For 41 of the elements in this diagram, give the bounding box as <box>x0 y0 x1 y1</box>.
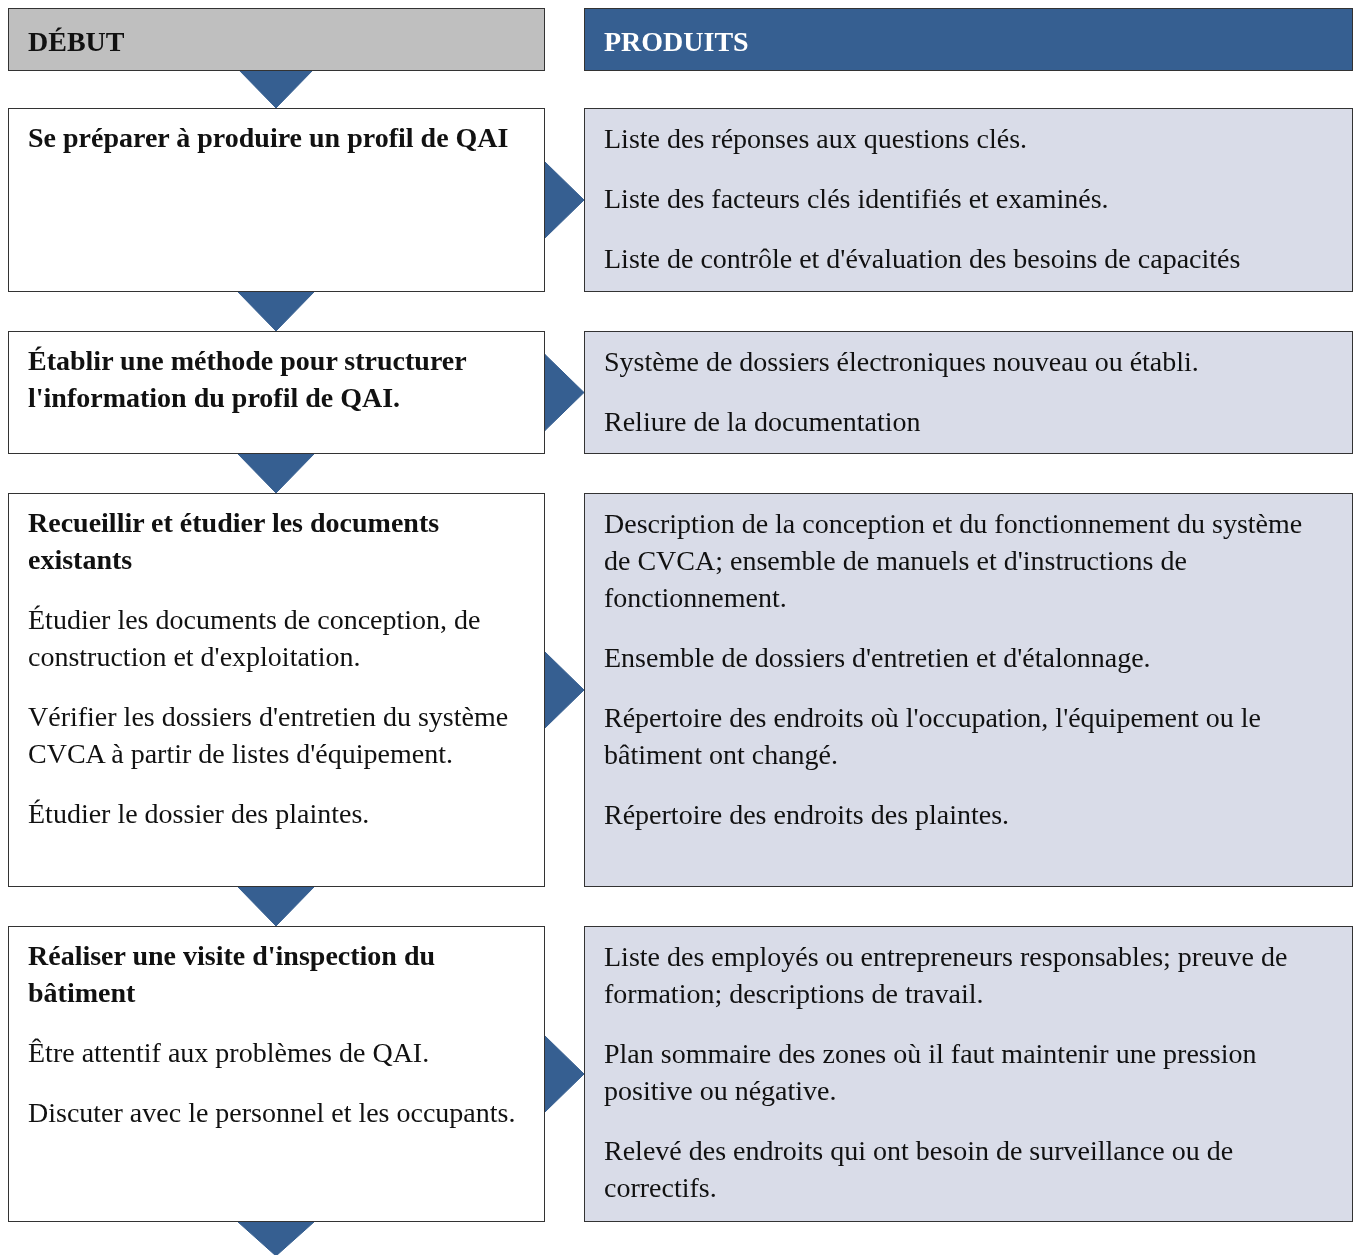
step-heading: Se préparer à produire un profil de QAI <box>28 121 510 155</box>
arrow <box>544 161 585 239</box>
arrow <box>237 1221 315 1255</box>
step-box <box>8 493 545 887</box>
product-box <box>584 493 1353 887</box>
product-text: Système de dossiers électroniques nouveau ou établi. <box>604 345 1200 379</box>
product-text: Relevé des endroits qui ont besoin de surveillance ou de correctifs. <box>604 1134 1235 1205</box>
header-bar <box>584 8 1353 71</box>
arrow <box>544 354 585 431</box>
product-box <box>584 926 1353 1222</box>
arrow <box>544 651 585 729</box>
product-text: Ensemble de dossiers d'entretien et d'étalonnage. <box>604 641 1152 675</box>
product-text: Liste des réponses aux questions clés. <box>604 122 1029 156</box>
arrow <box>237 453 315 494</box>
product-text: Description de la conception et du fonctionnement du système de CVCA; ensemble de manuels et d'instructions de fonctionnement. <box>604 507 1304 615</box>
step-text: Vérifier les dossiers d'entretien du système CVCA à partir de listes d'équipement. <box>28 700 510 771</box>
step-text: Discuter avec le personnel et les occupants. <box>28 1096 517 1130</box>
step-box <box>8 926 545 1222</box>
step-heading: Réaliser une visite d'inspection du bâtiment <box>28 939 437 1010</box>
header-title: DÉBUT <box>28 25 126 59</box>
product-text: Reliure de la documentation <box>604 405 922 439</box>
product-text: Liste de contrôle et d'évaluation des besoins de capacités <box>604 242 1242 276</box>
header-bar <box>8 8 545 71</box>
product-box <box>584 108 1353 292</box>
step-box <box>8 331 545 454</box>
step-box <box>8 108 545 292</box>
arrow <box>237 291 315 332</box>
arrow <box>237 886 315 927</box>
step-text: Étudier le dossier des plaintes. <box>28 797 371 831</box>
product-text: Répertoire des endroits des plaintes. <box>604 798 1011 832</box>
step-text: Étudier les documents de conception, de construction et d'exploitation. <box>28 603 482 674</box>
step-heading: Établir une méthode pour structurer l'information du profil de QAI. <box>28 344 468 415</box>
product-text: Liste des facteurs clés identifiés et examinés. <box>604 182 1110 216</box>
product-box <box>584 331 1353 454</box>
product-text: Plan sommaire des zones où il faut maintenir une pression positive ou négative. <box>604 1037 1258 1108</box>
step-text: Être attentif aux problèmes de QAI. <box>28 1036 431 1070</box>
step-heading: Recueillir et étudier les documents existants <box>28 506 441 577</box>
product-text: Liste des employés ou entrepreneurs responsables; preuve de formation; descriptions de travail. <box>604 940 1289 1011</box>
product-text: Répertoire des endroits où l'occupation, l'équipement ou le bâtiment ont changé. <box>604 701 1262 772</box>
header-title: PRODUITS <box>604 25 750 59</box>
arrow <box>544 1035 585 1113</box>
